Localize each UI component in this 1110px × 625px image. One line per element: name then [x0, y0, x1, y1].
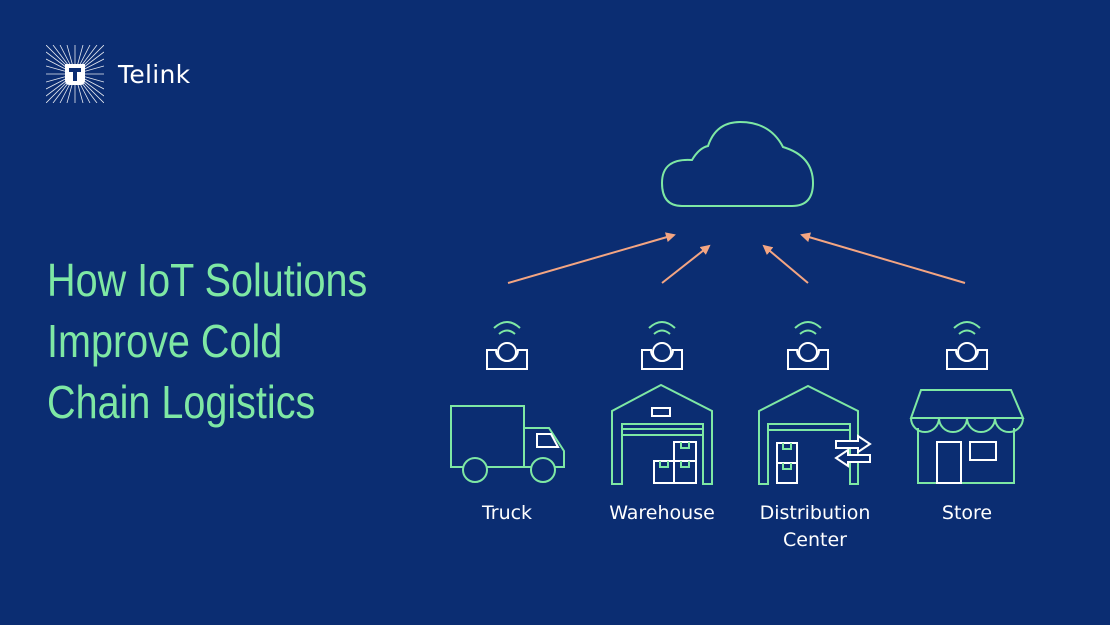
telink-logo-icon — [45, 44, 105, 104]
sensor-icon — [641, 321, 683, 370]
title-line-1: How IoT Solutions — [47, 254, 368, 306]
brand-logo: Telink — [45, 44, 191, 104]
title-line-3: Chain Logistics — [47, 376, 316, 428]
arrow-warehouse — [661, 244, 711, 284]
distribution-center-icon — [758, 384, 872, 485]
sensor-icon — [486, 321, 528, 370]
node-label-warehouse: Warehouse — [609, 502, 715, 524]
node-label-store: Store — [941, 502, 993, 524]
brand-name: Telink — [118, 59, 191, 89]
arrows — [507, 232, 966, 284]
arrow-store — [800, 232, 966, 284]
sensor-icons — [486, 321, 988, 370]
truck-icon — [450, 405, 565, 483]
label-line-1: Distribution — [759, 502, 871, 524]
arrow-truck — [507, 232, 676, 284]
sensor-icon — [787, 321, 829, 370]
warehouse-icon — [611, 383, 713, 485]
label-line-2: Center — [783, 529, 847, 551]
sensor-icon — [946, 321, 988, 370]
page-title: How IoT Solutions Improve Cold Chain Log… — [47, 250, 367, 433]
title-line-2: Improve Cold — [47, 315, 283, 367]
node-label-truck: Truck — [481, 502, 533, 524]
arrow-distribution — [762, 244, 809, 284]
cloud-icon — [660, 120, 815, 207]
store-icon — [909, 389, 1025, 484]
node-label-distribution-center: Distribution Center — [760, 500, 871, 554]
